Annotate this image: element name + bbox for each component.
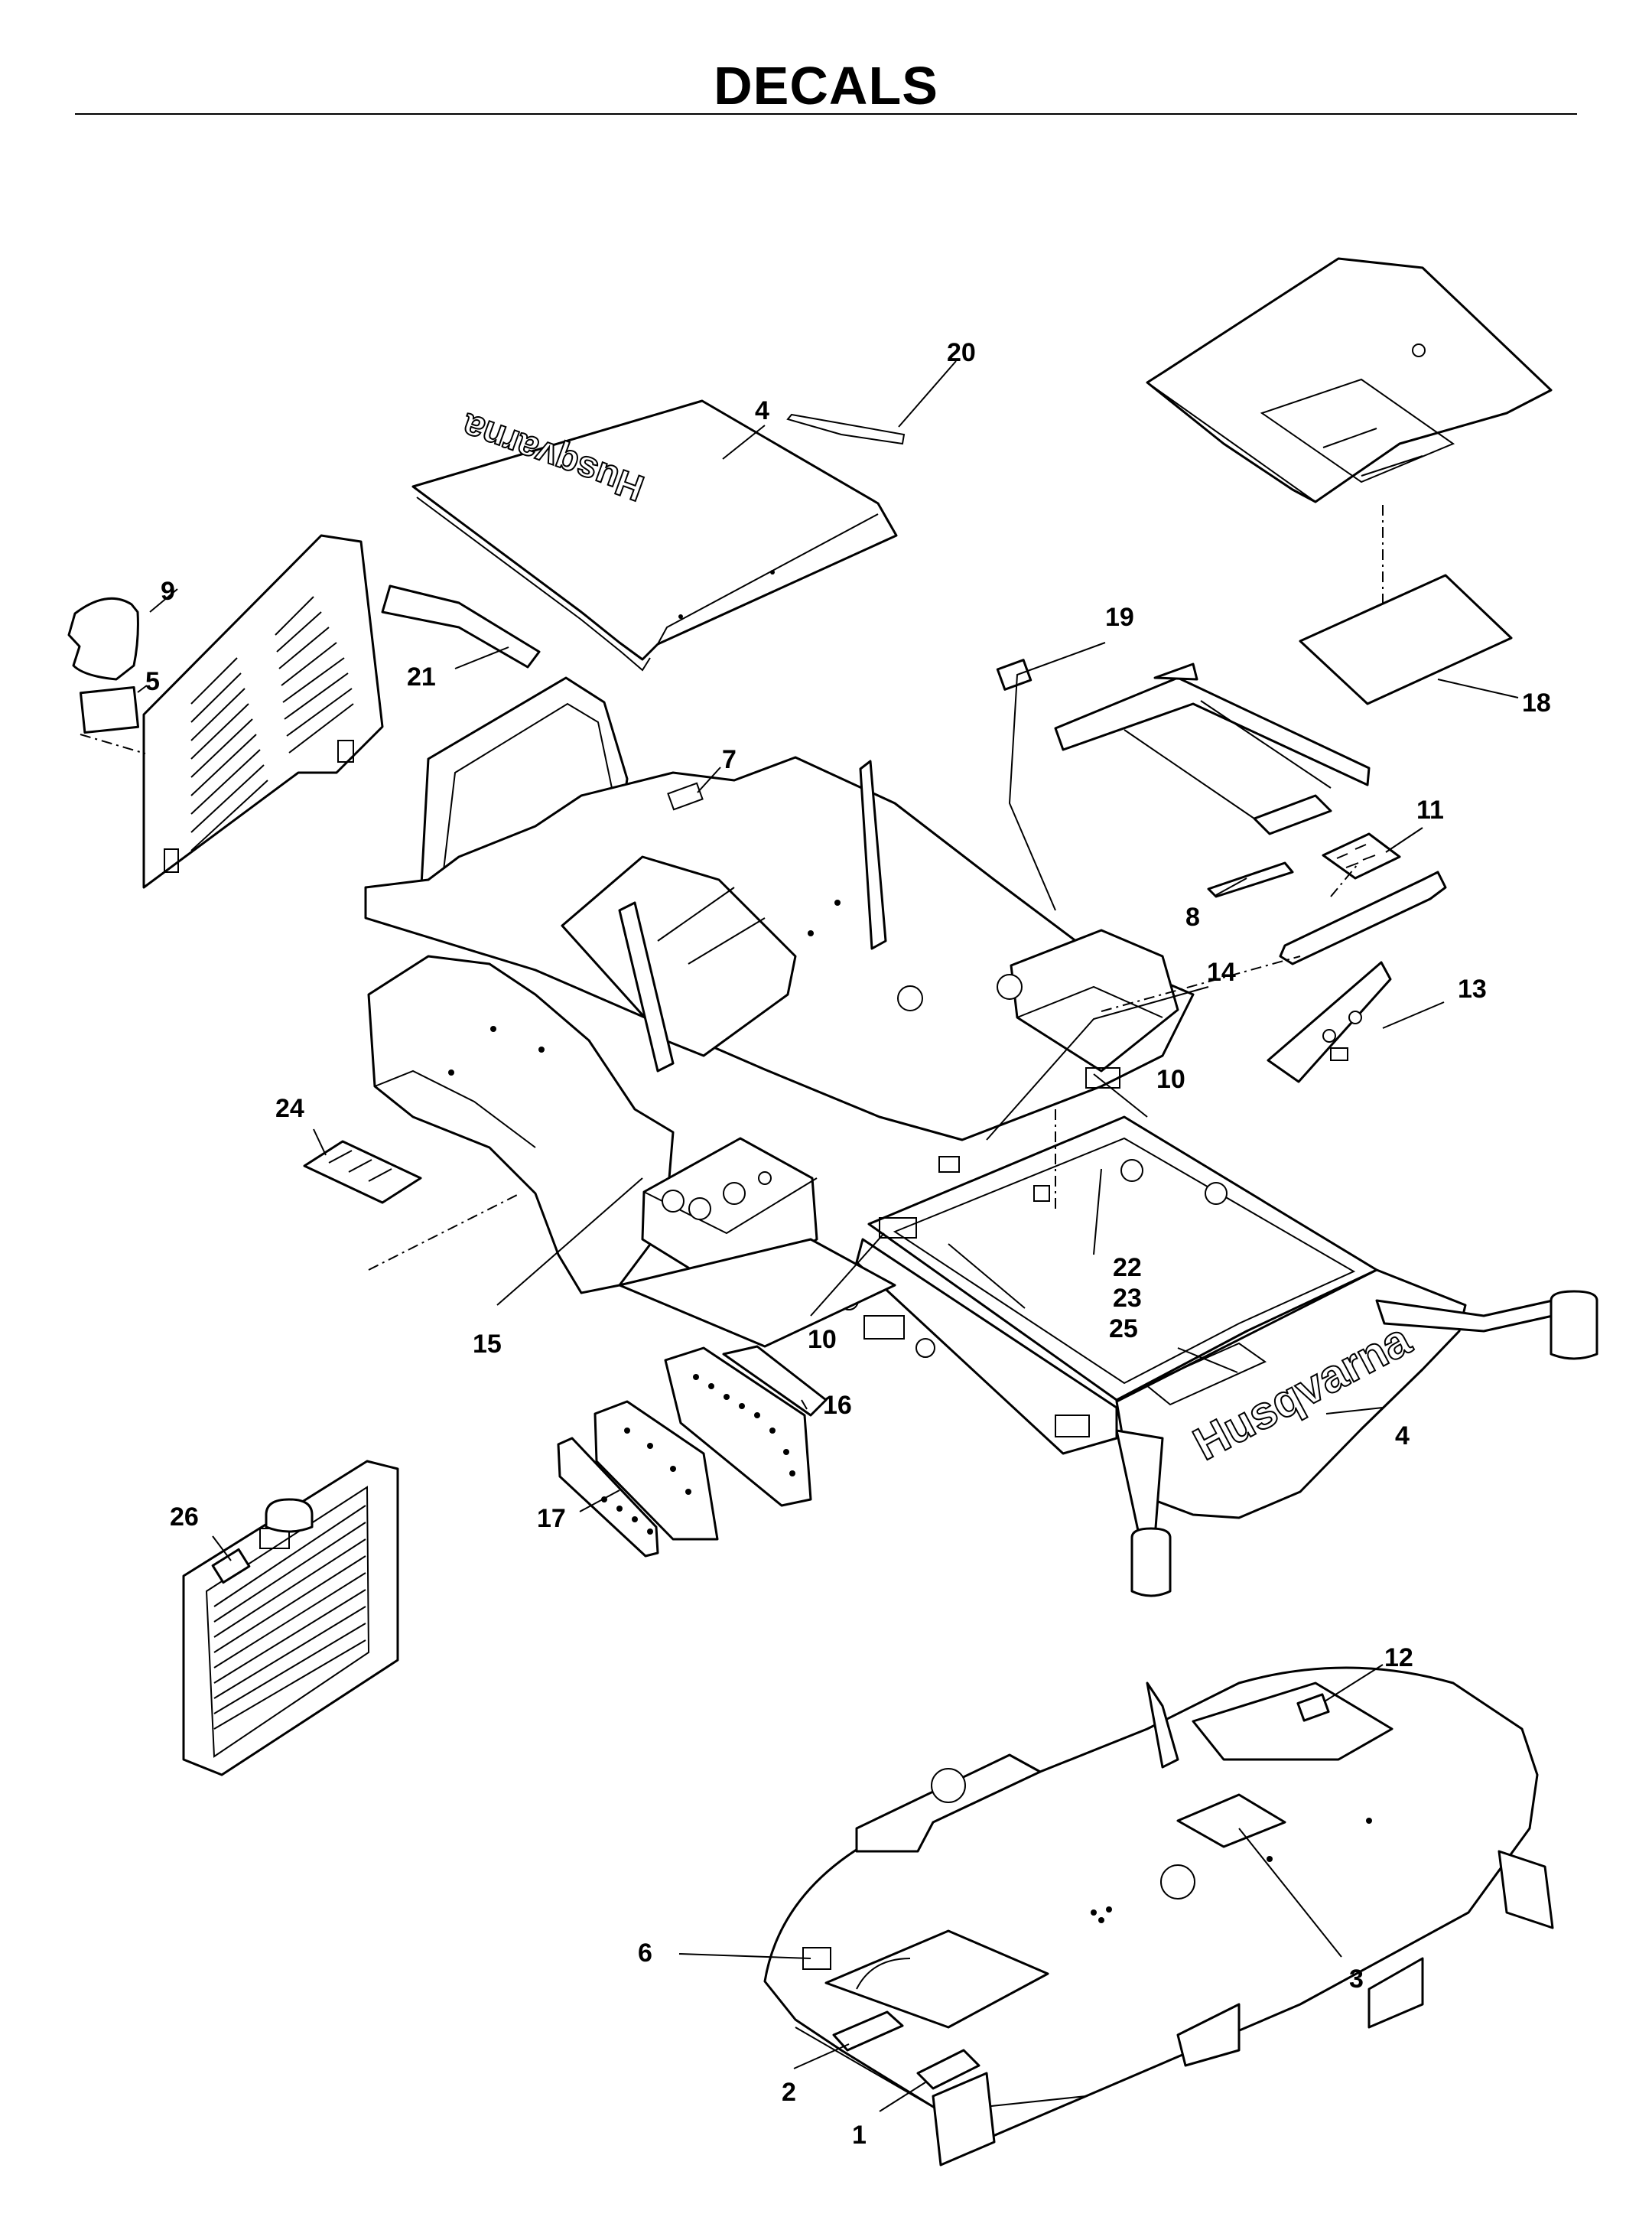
callout-13: 13 xyxy=(1458,975,1487,1004)
callout-20: 25 xyxy=(1109,1314,1138,1343)
callout-10-lower: 10 xyxy=(808,1325,837,1354)
leader-lines xyxy=(137,360,1519,2112)
callout-1: 1 xyxy=(852,2121,867,2150)
decal-25-strip xyxy=(381,584,541,669)
decal-2-label xyxy=(832,2010,904,2052)
callout-7: 9 xyxy=(161,577,175,606)
title-divider xyxy=(75,113,1577,115)
callout-3: 3 xyxy=(1349,1965,1364,1994)
page-title: DECALS xyxy=(714,56,938,116)
decal-3-rect xyxy=(1176,1793,1286,1848)
decal-11-label xyxy=(1322,832,1401,880)
decal-23-rect xyxy=(996,659,1032,691)
callout-15: 15 xyxy=(473,1330,502,1359)
callout-6: 6 xyxy=(638,1939,652,1968)
decal-7-shape xyxy=(67,597,139,681)
chassis-part: Husqvarna xyxy=(364,676,1598,1597)
decal-21-rect xyxy=(1299,574,1513,705)
decal-12-rect xyxy=(1296,1693,1330,1722)
decal-13-plate xyxy=(1267,961,1392,1083)
callout-5: 5 xyxy=(145,667,160,696)
callout-23: 19 xyxy=(1105,603,1134,632)
callout-14: 14 xyxy=(1207,958,1236,987)
callout-26: 26 xyxy=(170,1502,199,1532)
callout-labels: 20 4 9 5 21 19 18 7 11 8 14 13 10 24 15 … xyxy=(145,338,1551,2150)
callout-12: 12 xyxy=(1384,1643,1413,1672)
callout-21: 18 xyxy=(1522,689,1551,718)
decal-5-rect xyxy=(79,685,140,734)
callout-9: 7 xyxy=(722,745,737,774)
decal-1-label xyxy=(916,2049,980,2090)
radiator-part xyxy=(182,1460,399,1776)
grille-panel-part xyxy=(142,534,384,889)
decal-14-rect xyxy=(938,1156,960,1173)
decal-26-rect xyxy=(211,1548,251,1584)
callout-11: 11 xyxy=(1416,796,1444,825)
mower-deck-part xyxy=(763,1666,1554,2167)
decal-18-20-panel xyxy=(1144,1342,1267,1406)
callout-22: 24 xyxy=(275,1094,304,1123)
decal-22-label xyxy=(303,1140,422,1204)
callout-25: 21 xyxy=(407,662,436,692)
callout-2: 2 xyxy=(782,2078,796,2107)
seat-pan-part xyxy=(1146,257,1553,503)
callout-24: 20 xyxy=(947,338,976,367)
callout-17: 17 xyxy=(537,1504,566,1533)
callout-10-upper: 10 xyxy=(1156,1065,1185,1094)
callout-4-hood: 4 xyxy=(755,396,769,425)
callout-4-bumper: 4 xyxy=(1395,1421,1410,1450)
callout-19: 23 xyxy=(1113,1284,1142,1313)
callout-8: 8 xyxy=(1185,903,1200,932)
decal-24-strip xyxy=(786,413,906,445)
decal-16-panel xyxy=(664,1345,828,1507)
callout-18: 22 xyxy=(1113,1253,1142,1282)
callout-16: 16 xyxy=(823,1391,852,1420)
seat-frame-rails-part xyxy=(1054,662,1371,835)
